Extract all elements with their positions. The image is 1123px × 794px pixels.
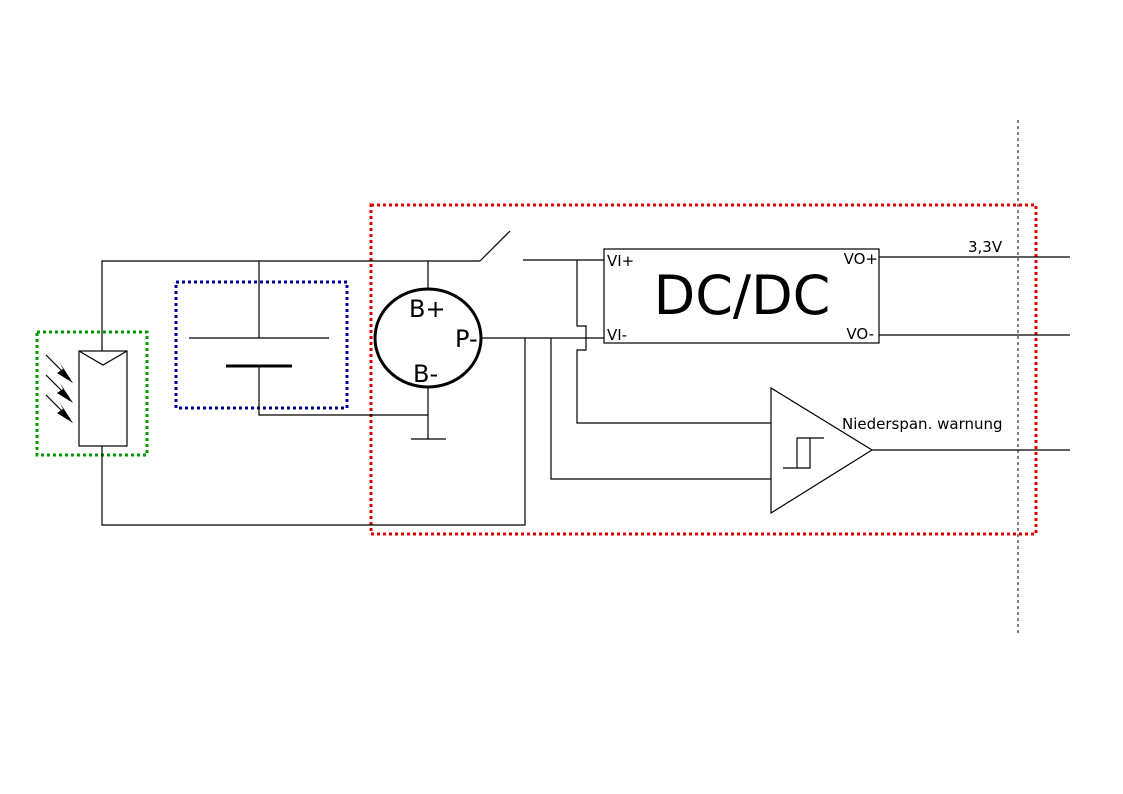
electronics-group-box: [369, 203, 1038, 536]
warning-output-label: Niederspan. warnung: [842, 415, 1003, 433]
solar-panel-group-box: [35, 330, 149, 457]
vo-plus-label: VO+: [844, 250, 878, 268]
p-minus-label: P-: [455, 325, 478, 353]
wire-sense-crossover: [576, 338, 771, 424]
dc-dc-converter: DC/DC VI+ VI- VO+ VO-: [603, 248, 880, 344]
output-voltage-label: 3,3V: [968, 238, 1003, 256]
light-arrows-icon: [45, 354, 73, 423]
b-minus-label: B-: [413, 360, 438, 388]
hysteresis-icon: [783, 437, 824, 469]
vi-plus-label: VI+: [607, 252, 634, 270]
b-plus-label: B+: [409, 295, 446, 323]
battery-protection-ic: B+ P- B-: [373, 261, 483, 440]
comparator-symbol: [770, 386, 874, 515]
battery-group-box: [174, 280, 349, 410]
wire-negative-return: [101, 338, 526, 526]
wire-sense-negative: [550, 338, 771, 480]
converter-title: DC/DC: [654, 264, 831, 327]
wire-positive-bus: [101, 260, 480, 351]
solar-cell: [78, 350, 128, 447]
battery-symbol: [189, 261, 428, 416]
switch-blade: [479, 230, 511, 262]
vo-minus-label: VO-: [846, 325, 874, 343]
wire-sense-positive: [576, 260, 587, 338]
vi-minus-label: VI-: [607, 326, 627, 344]
